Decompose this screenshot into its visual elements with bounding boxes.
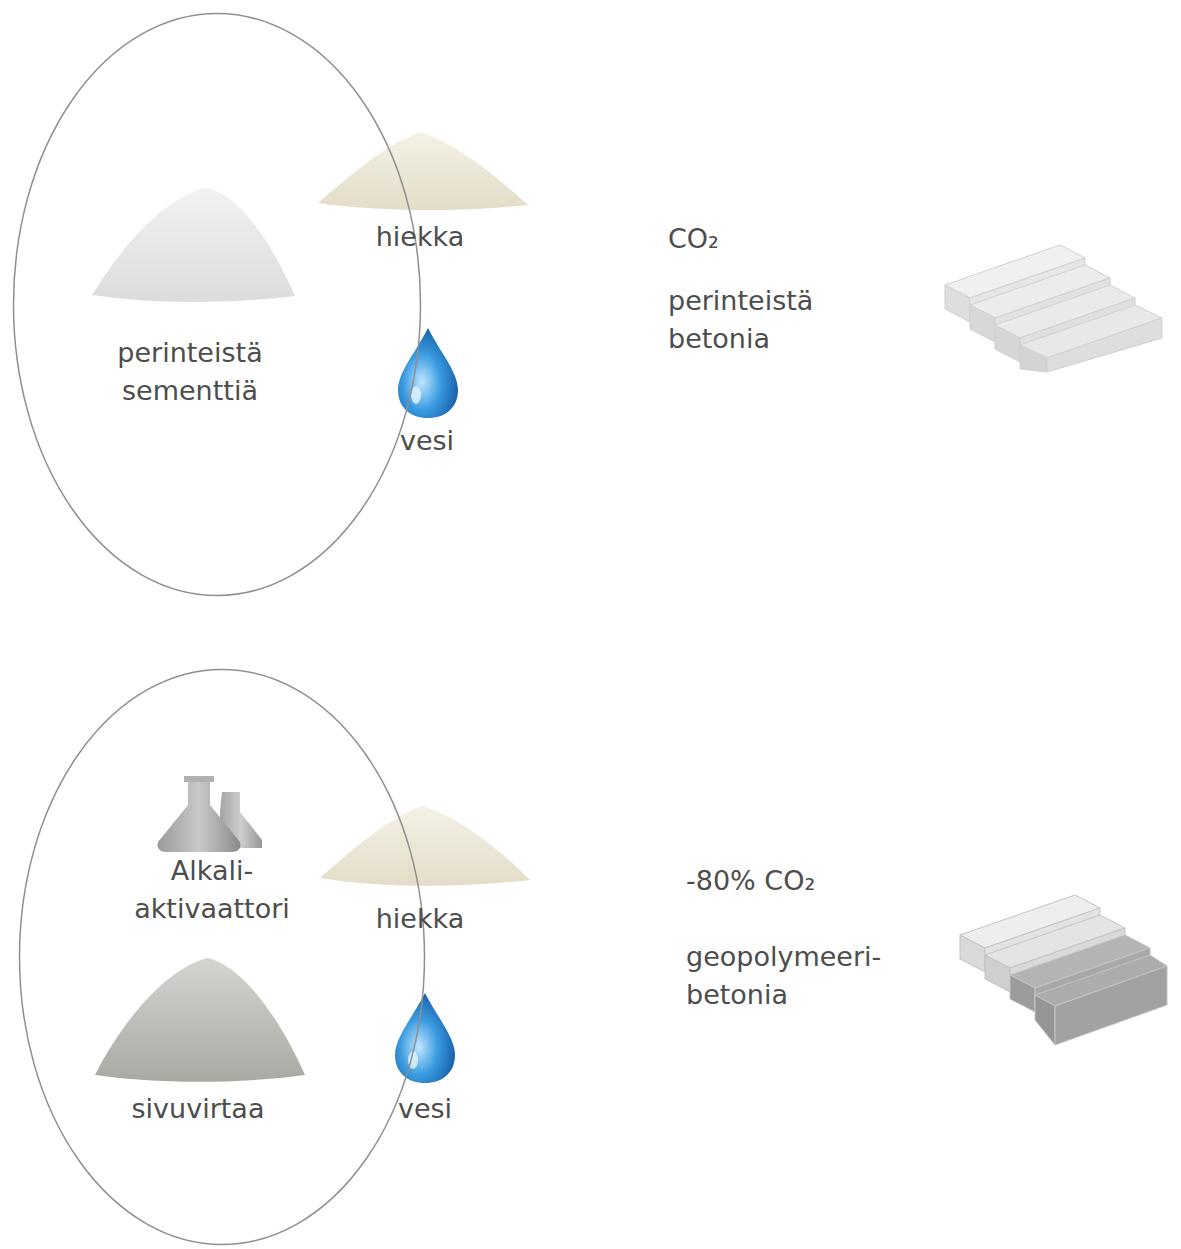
ingredient-label: vesi <box>365 1090 485 1128</box>
ingredient-label: hiekka <box>340 218 500 256</box>
ingredient-label: Alkali- aktivaattori <box>112 852 312 928</box>
water-drop <box>395 993 455 1083</box>
geopolymer-bricks <box>960 895 1167 1045</box>
result-label: perinteistä betonia <box>668 282 868 358</box>
ingredient-circle: hiekkaperinteistä sementtiävesi <box>12 12 422 597</box>
ingredient-label: hiekka <box>340 900 500 938</box>
water-drop <box>398 328 458 418</box>
flask <box>157 780 240 852</box>
result-label: CO₂ <box>668 220 868 258</box>
ingredient-label: sivuvirtaa <box>98 1090 298 1128</box>
ingredient-label: perinteistä sementtiä <box>80 334 300 410</box>
ingredient-circle: Alkali- aktivaattorihiekkasivuvirtaavesi <box>18 668 426 1246</box>
sand-pile <box>320 806 530 886</box>
concrete-bricks <box>945 245 1162 372</box>
circle-outline <box>12 12 422 597</box>
cement-pile <box>92 188 295 302</box>
result-label: -80% CO₂ <box>686 862 926 900</box>
sand-pile <box>318 132 528 210</box>
ingredient-label: vesi <box>367 422 487 460</box>
circle-outline <box>18 668 426 1246</box>
side-stream-pile <box>95 958 305 1082</box>
result-label: geopolymeeri- betonia <box>686 938 946 1014</box>
